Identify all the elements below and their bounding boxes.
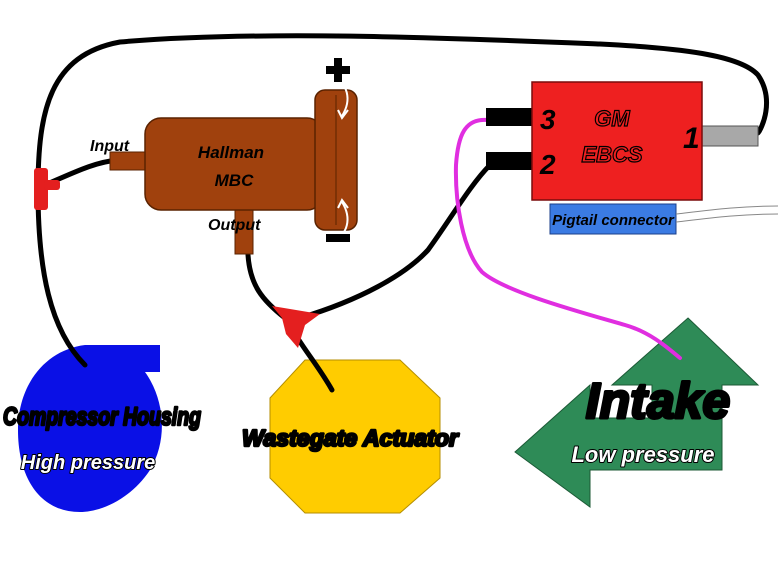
ebcs-port1-nipple — [699, 125, 759, 147]
ebcs-label-line2: EBCS — [581, 142, 642, 167]
intake-arrow — [514, 317, 760, 508]
mbc-label-line2: MBC — [215, 171, 254, 190]
compressor-title: Compressor Housing — [3, 403, 201, 431]
compressor-subtitle: High pressure — [21, 452, 155, 474]
pigtail-wires — [675, 205, 778, 223]
intake-title: Intake — [586, 373, 731, 429]
hose-ebcs-port3-to-intake — [453, 117, 682, 360]
gm-ebcs — [486, 81, 778, 235]
hallman-mbc — [109, 58, 358, 255]
ebcs-port2-nipple — [486, 152, 534, 170]
plus-icon — [326, 58, 350, 82]
compressor-housing-body — [18, 345, 162, 512]
ebcs-port3-nipple — [486, 108, 534, 126]
ebcs-port2-label: 2 — [539, 149, 556, 180]
pigtail-connector — [549, 203, 677, 235]
hose-tee-to-ebcs-port2 — [297, 162, 493, 321]
ebcs-port1-label: 1 — [683, 122, 700, 155]
compressor-tee — [34, 168, 60, 210]
mbc-output-label: Output — [208, 217, 261, 234]
ebcs-port3-label: 3 — [540, 104, 556, 135]
mbc-body — [144, 117, 324, 211]
compressor-housing — [18, 345, 162, 512]
mbc-input-label: Input — [90, 138, 130, 155]
wastegate-actuator — [269, 359, 441, 514]
intake-subtitle: Low pressure — [571, 442, 714, 467]
wastegate-title: Wastegate Actuator — [242, 425, 459, 451]
wastegate-tee — [272, 306, 320, 348]
ebcs-body — [531, 81, 703, 201]
ebcs-label-line1: GM — [594, 106, 630, 131]
pigtail-label: Pigtail connector — [552, 212, 675, 229]
minus-icon — [326, 234, 350, 242]
mbc-label-line1: Hallman — [198, 143, 264, 162]
